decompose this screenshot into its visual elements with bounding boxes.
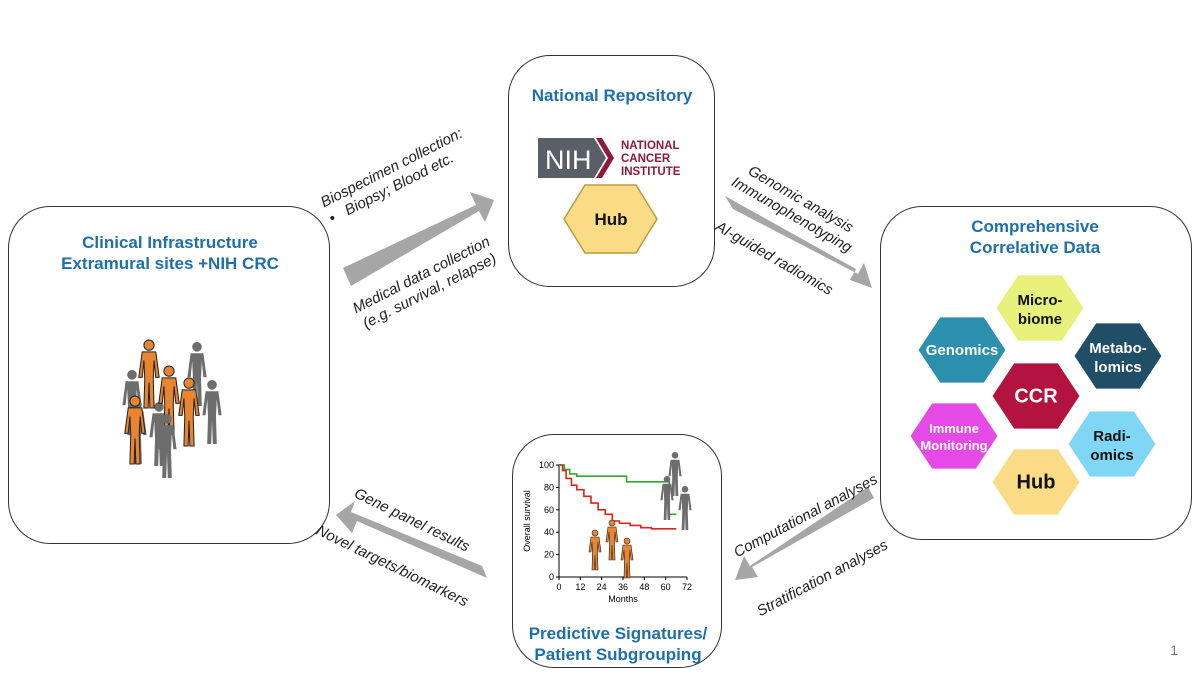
x-tick-label: 24 (597, 582, 607, 592)
arrow-correlative-to-signatures (735, 487, 874, 580)
x-tick-label: 12 (575, 582, 585, 592)
hex-shape (907, 400, 1001, 472)
patient-population-figures (122, 339, 222, 478)
repository-title: National Repository (531, 86, 693, 105)
correlative-title-line2: Correlative Data (969, 238, 1101, 257)
repository-hub-shape (563, 184, 658, 254)
signatures-title-line2: Patient Subgrouping (534, 645, 702, 664)
hex-shape (989, 360, 1083, 432)
poor-group-figure (605, 519, 619, 561)
patient-figure (157, 414, 177, 478)
hex-shape (1071, 320, 1165, 392)
y-tick-label: 20 (544, 550, 554, 560)
hex-label-line1: Radi- (1093, 428, 1131, 445)
repository-hub-hexagon: Hub (563, 184, 658, 254)
hex-shape (989, 446, 1083, 518)
poor-group-figure (588, 529, 602, 571)
nih-logo-text: NIH (545, 145, 592, 175)
nih-nci-logo: NIH NATIONAL CANCER INSTITUTE (538, 138, 681, 178)
hex-label-line2: Monitoring (920, 438, 987, 453)
slide-number: 1 (1170, 642, 1178, 658)
patient-figure (138, 339, 160, 409)
x-tick-label: 36 (618, 582, 628, 592)
hex-label: CCR (1014, 386, 1058, 408)
signatures-title: Predictive Signatures/ Patient Subgroupi… (512, 623, 724, 665)
correlative-hex-hub: Hub (989, 446, 1083, 518)
y-tick-label: 0 (549, 572, 554, 582)
correlative-hex-radiomics: Radi-omics (1065, 408, 1159, 480)
x-tick-label: 72 (682, 582, 692, 592)
x-tick-label: 48 (639, 582, 649, 592)
hex-label-line2: lomics (1094, 359, 1142, 376)
arrow-clinical-to-repository (343, 192, 494, 286)
favorable-group-figure (678, 486, 692, 530)
y-tick-label: 100 (539, 460, 554, 470)
hex-label-line1: Micro- (1018, 292, 1063, 309)
correlative-hex-microbiome: Micro-biome (993, 272, 1087, 344)
x-axis-label: Months (608, 594, 638, 604)
hex-label-line2: biome (1018, 311, 1062, 328)
favorable-group-figure (660, 476, 674, 520)
nci-line1: NATIONAL (621, 140, 680, 152)
hex-shape (993, 272, 1087, 344)
hex-shape (1065, 408, 1159, 480)
hex-label-line1: Immune (929, 421, 979, 436)
hex-label: Hub (1017, 472, 1056, 494)
patient-figure (124, 395, 146, 465)
correlative-hex-metabolomics: Metabo-lomics (1071, 320, 1165, 392)
correlative-hex-genomics: Genomics (915, 314, 1009, 386)
y-tick-label: 40 (544, 527, 554, 537)
correlative-title-line1: Comprehensive (971, 217, 1099, 236)
hex-label-line1: Metabo- (1089, 340, 1147, 357)
patient-figure (178, 377, 200, 447)
y-tick-label: 80 (544, 482, 554, 492)
nci-line2: CANCER (621, 153, 671, 165)
signatures-box (512, 434, 722, 668)
repository-hub-label: Hub (594, 210, 627, 229)
hex-label: Genomics (926, 342, 999, 359)
clinical-title: Clinical Infrastructure Extramural sites… (30, 232, 310, 274)
correlative-hex-ccr: CCR (989, 360, 1083, 432)
arrow-repository-to-correlative (725, 196, 872, 288)
nih-badge-chevron (596, 138, 614, 178)
patient-figure (202, 380, 222, 444)
y-axis-label: Overall survival (522, 490, 532, 552)
poor-group-figure (620, 537, 634, 579)
arrow-signatures-to-clinical (336, 501, 487, 578)
hex-label-line2: omics (1090, 447, 1133, 464)
hex-shape (915, 314, 1009, 386)
survival-curve (559, 464, 677, 530)
y-tick-label: 60 (544, 505, 554, 515)
clinical-title-line1: Clinical Infrastructure (82, 233, 258, 252)
x-tick-label: 0 (556, 582, 561, 592)
favorable-group-figure (668, 452, 682, 496)
signatures-title-line1: Predictive Signatures/ (528, 624, 708, 643)
nih-badge (538, 138, 606, 178)
patient-figure (187, 342, 207, 406)
nci-line3: INSTITUTE (621, 166, 681, 178)
x-tick-label: 60 (661, 582, 671, 592)
clinical-title-line2: Extramural sites +NIH CRC (61, 254, 279, 273)
correlative-title: Comprehensive Correlative Data (900, 216, 1170, 258)
